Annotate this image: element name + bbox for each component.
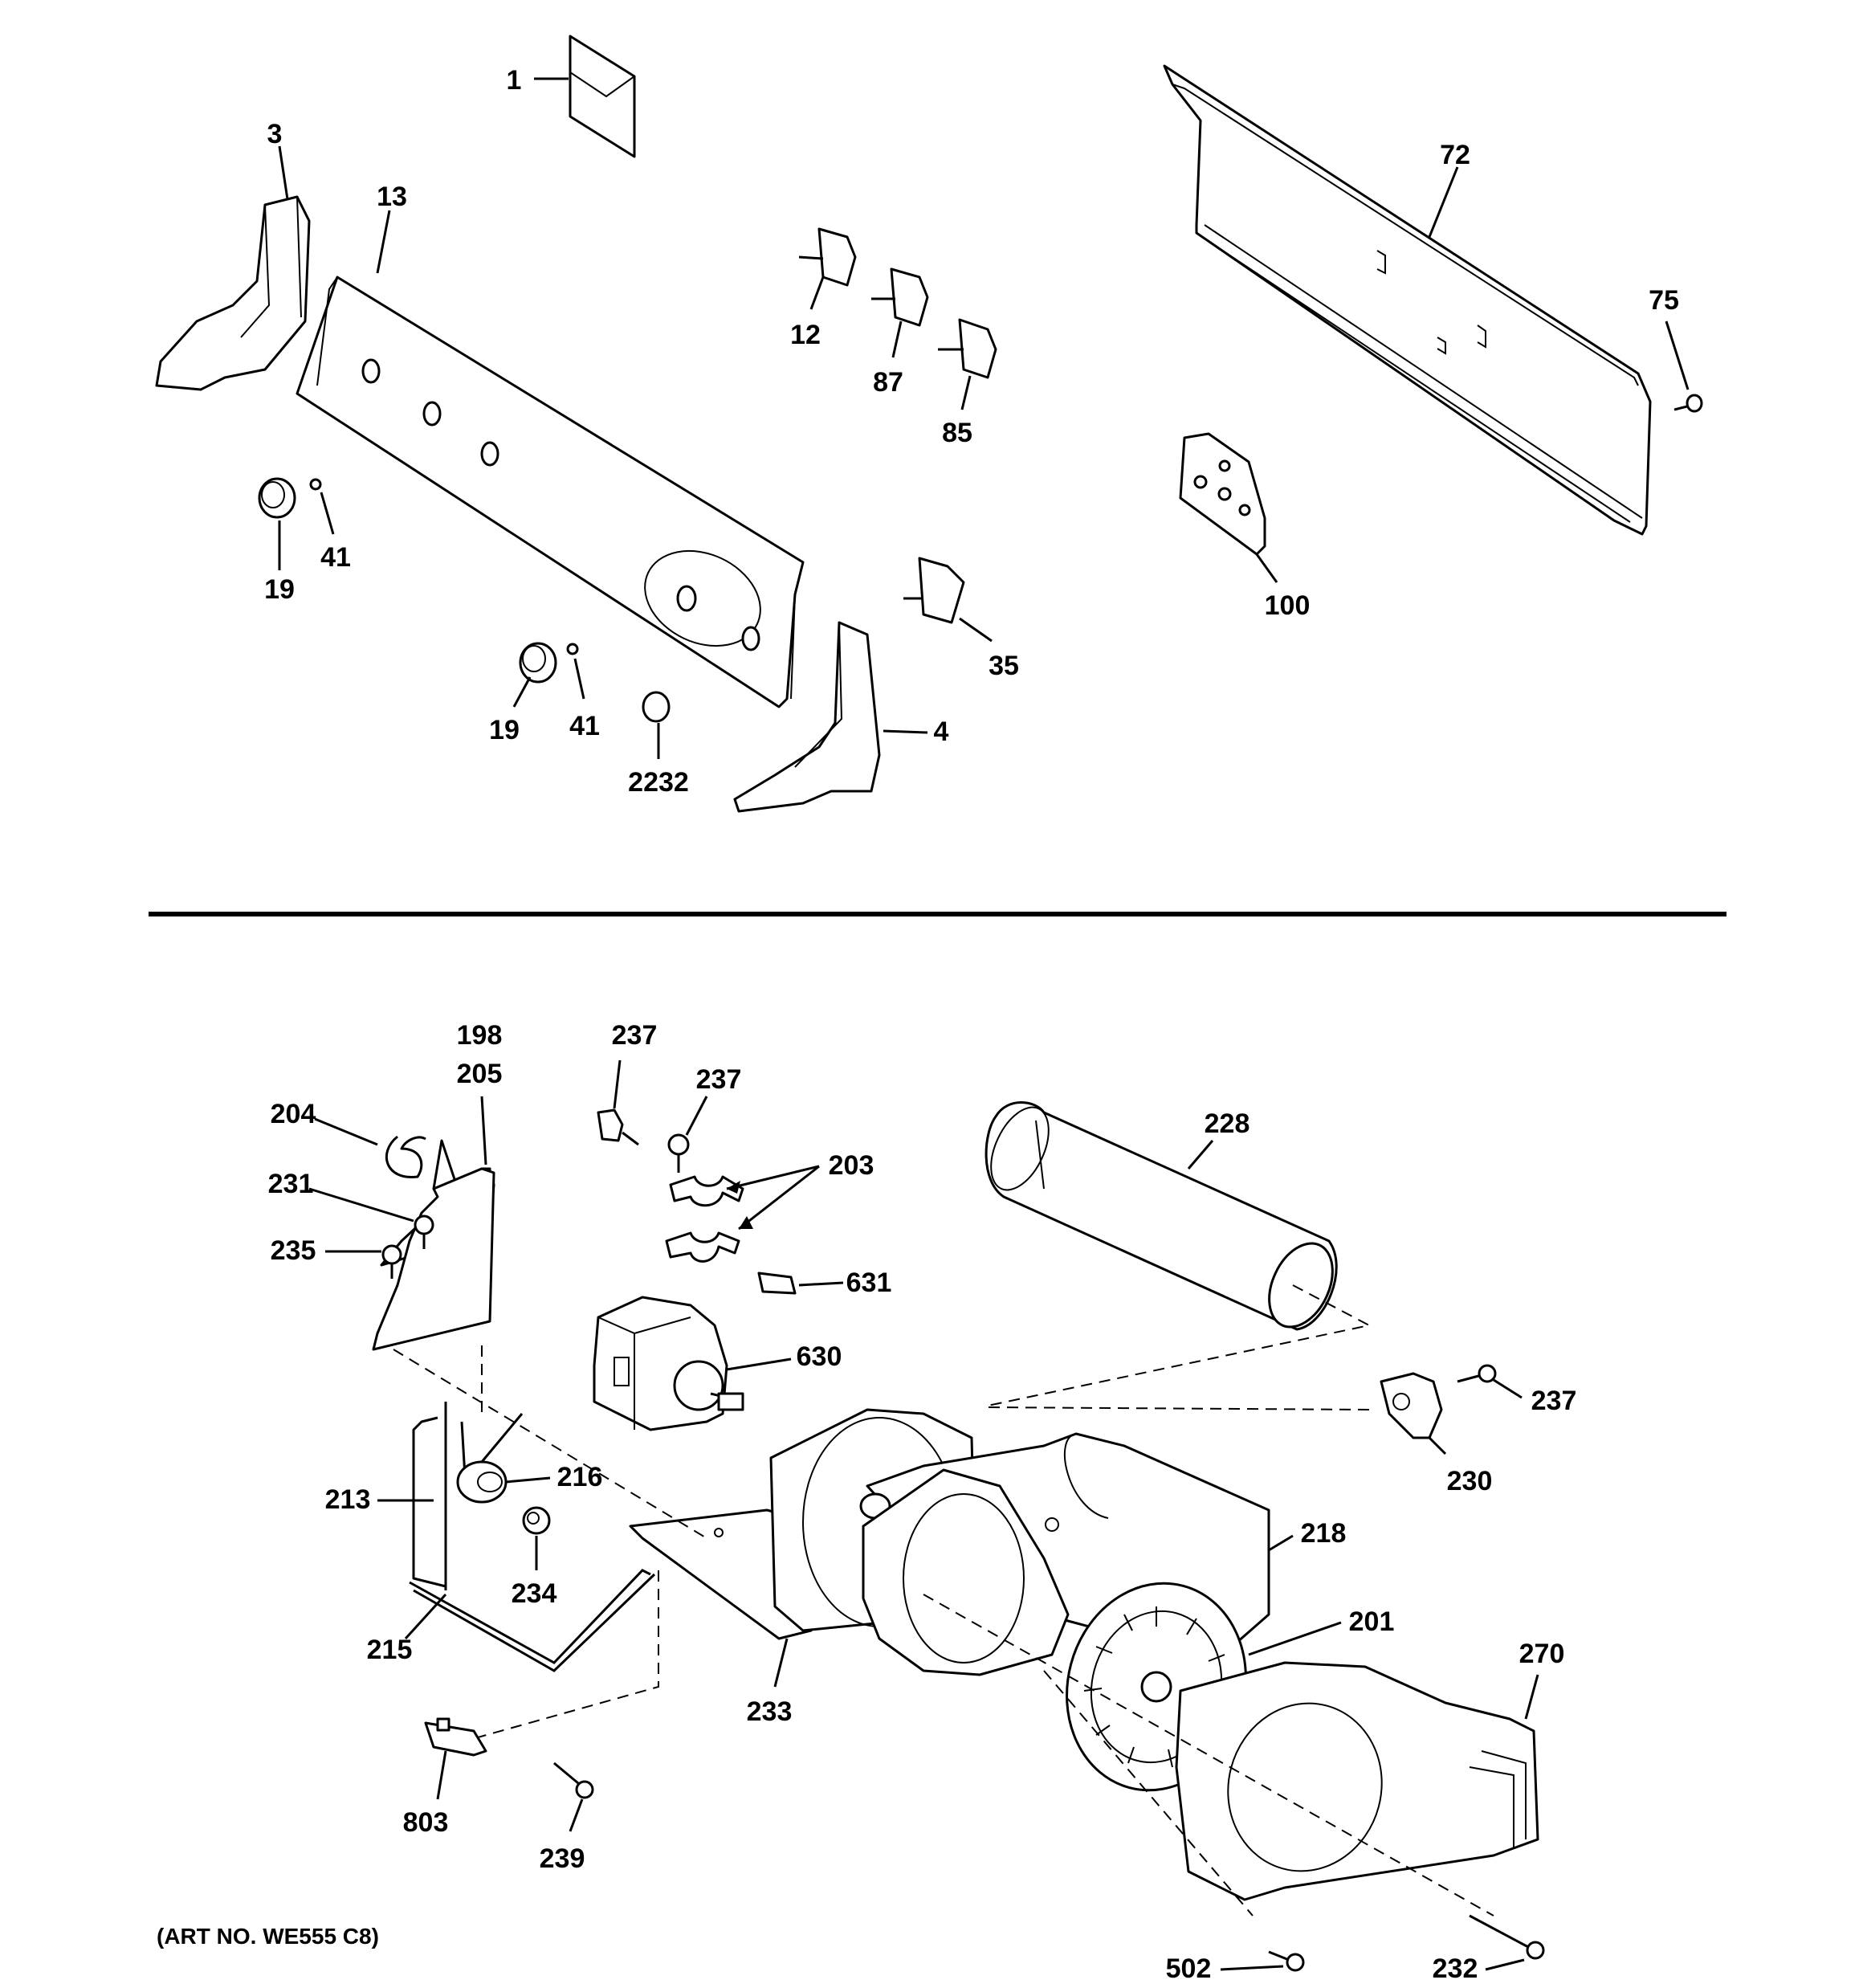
- label-203: 203: [829, 1150, 874, 1181]
- part-234-bushing: [522, 1506, 551, 1535]
- part-4-right-endcap: [733, 621, 881, 813]
- part-87-switch: [871, 267, 929, 327]
- part-3-left-endcap: [155, 195, 311, 391]
- label-237-a: 237: [612, 1020, 658, 1051]
- part-19-knob-center: [519, 642, 557, 684]
- part-19-knob-left: [258, 477, 296, 519]
- label-213: 213: [325, 1484, 371, 1515]
- part-1-envelope: [569, 35, 636, 158]
- label-19-center: 19: [489, 715, 520, 745]
- label-72: 72: [1440, 140, 1470, 170]
- part-72-backsplash: [1163, 64, 1652, 536]
- part-2232-button: [642, 691, 671, 723]
- part-231-screw: [414, 1214, 434, 1249]
- part-216-pulley: [456, 1413, 524, 1504]
- label-204: 204: [271, 1099, 316, 1129]
- label-13: 13: [377, 182, 407, 212]
- label-239: 239: [540, 1843, 585, 1874]
- part-230-thermostat: [1380, 1372, 1443, 1439]
- part-237-screw-c: [1457, 1364, 1497, 1383]
- label-237-c: 237: [1531, 1386, 1577, 1416]
- label-201: 201: [1349, 1606, 1395, 1637]
- part-235-screw: [381, 1244, 402, 1279]
- part-85-switch: [938, 318, 997, 379]
- part-237-screw-b: [667, 1133, 690, 1173]
- label-4: 4: [934, 716, 949, 747]
- part-100-timer: [1179, 432, 1266, 556]
- part-35-switch: [903, 557, 965, 624]
- part-239-screw: [553, 1761, 594, 1799]
- part-41-clip-left: [309, 478, 322, 491]
- part-75-screw: [1673, 394, 1703, 413]
- part-270-heater-housing: [1175, 1661, 1539, 1901]
- label-85: 85: [942, 418, 972, 448]
- part-232-screw: [1469, 1914, 1545, 1960]
- label-100: 100: [1265, 590, 1311, 621]
- label-630: 630: [797, 1341, 842, 1372]
- part-803-sensor: [424, 1717, 487, 1757]
- part-12-switch: [798, 227, 857, 287]
- label-631: 631: [846, 1268, 892, 1298]
- label-231: 231: [268, 1169, 314, 1199]
- label-215: 215: [367, 1635, 413, 1665]
- label-237-b: 237: [696, 1064, 742, 1095]
- label-19-left: 19: [264, 574, 295, 605]
- label-228: 228: [1205, 1108, 1250, 1139]
- label-232: 232: [1433, 1953, 1478, 1984]
- label-270: 270: [1519, 1639, 1565, 1669]
- part-203-clamp-lower: [665, 1231, 740, 1263]
- label-3: 3: [267, 119, 283, 149]
- label-502: 502: [1166, 1953, 1212, 1984]
- part-203-clamp-upper: [669, 1175, 744, 1207]
- part-205-bracket: [372, 1139, 495, 1351]
- part-630-motor: [593, 1296, 744, 1431]
- part-237-screw-a: [597, 1108, 639, 1146]
- label-216: 216: [557, 1462, 603, 1492]
- label-87: 87: [873, 367, 903, 398]
- label-1: 1: [507, 65, 522, 96]
- part-631-capacitor: [757, 1272, 797, 1295]
- label-12: 12: [790, 320, 821, 350]
- label-230: 230: [1447, 1466, 1493, 1496]
- label-235: 235: [271, 1235, 316, 1266]
- part-13-control-panel: [296, 276, 805, 708]
- label-41-left: 41: [320, 542, 351, 573]
- part-41-clip-center: [566, 643, 579, 655]
- label-218: 218: [1301, 1518, 1347, 1549]
- part-213-idler-arm: [412, 1402, 467, 1590]
- label-234: 234: [512, 1578, 557, 1609]
- label-205: 205: [457, 1059, 503, 1089]
- label-233: 233: [747, 1696, 793, 1727]
- label-35: 35: [989, 651, 1019, 681]
- label-803: 803: [403, 1807, 449, 1838]
- part-228-exhaust-duct: [984, 1101, 1338, 1331]
- part-502-screw: [1268, 1950, 1305, 1972]
- part-204-clip: [385, 1135, 426, 1178]
- label-2232: 2232: [628, 767, 689, 798]
- label-41-center: 41: [569, 711, 600, 741]
- art-number: (ART NO. WE555 C8): [157, 1924, 379, 1949]
- label-198: 198: [457, 1020, 503, 1051]
- part-215-spring: [409, 1569, 656, 1672]
- label-75: 75: [1649, 285, 1679, 316]
